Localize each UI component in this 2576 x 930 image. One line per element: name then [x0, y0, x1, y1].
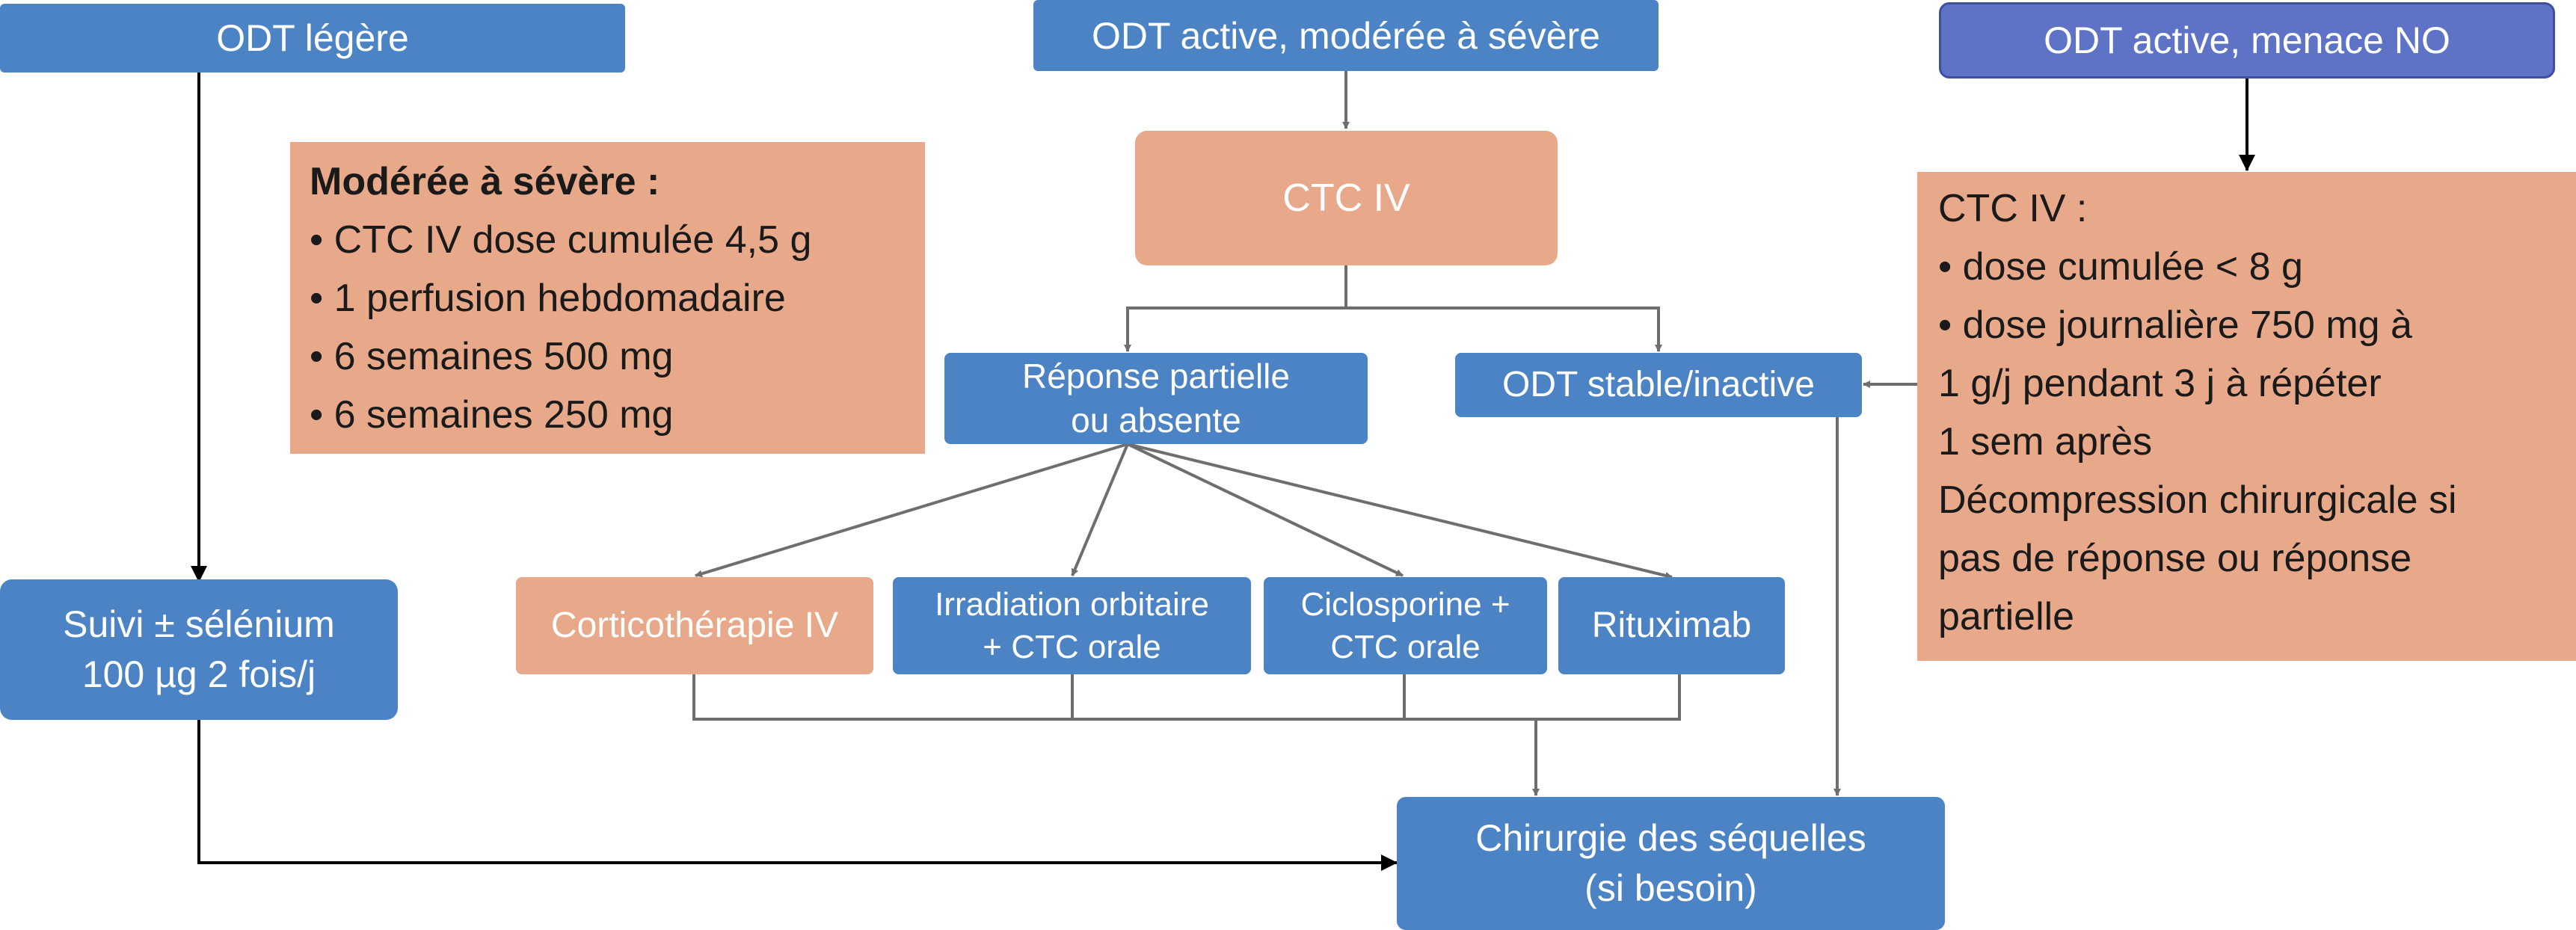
- node-chirurgie-label: Chirurgie des séquelles (si besoin): [1475, 816, 1866, 910]
- arrow-reponse-to-cortico: [695, 443, 1128, 578]
- bracket-treatments: [692, 674, 1681, 721]
- node-reponse-partielle-label: Réponse partielle ou absente: [1021, 357, 1290, 440]
- node-odt-legere: ODT légère: [0, 4, 625, 73]
- node-odt-active-moderee-label: ODT active, modérée à sévère: [1092, 14, 1600, 57]
- node-irradiation-label: Irradiation orbitaire + CTC orale: [935, 585, 1209, 665]
- info-box-menace-line: Décompression chirurgicale si: [1938, 478, 2457, 522]
- info-box-menace: CTC IV : • dose cumulée < 8 g • dose jou…: [1917, 172, 2576, 661]
- arrow-ctciv-to-stable: [1346, 307, 1662, 352]
- info-box-menace-line: 1 g/j pendant 3 j à répéter: [1938, 362, 2382, 405]
- arrow-ctciv-to-reponse: [1124, 265, 1347, 352]
- node-reponse-partielle: Réponse partielle ou absente: [944, 353, 1368, 444]
- info-box-menace-line: pas de réponse ou réponse: [1938, 537, 2412, 580]
- info-box-menace-line: • dose journalière 750 mg à: [1938, 304, 2412, 347]
- info-box-menace-line: 1 sem après: [1938, 420, 2153, 464]
- node-ciclosporine-label: Ciclosporine + CTC orale: [1300, 585, 1510, 665]
- node-ctc-iv: CTC IV: [1135, 131, 1558, 265]
- node-rituximab: Rituximab: [1558, 577, 1785, 674]
- node-irradiation: Irradiation orbitaire + CTC orale: [893, 577, 1251, 674]
- node-corticotherapie: Corticothérapie IV: [516, 577, 873, 674]
- node-odt-stable-label: ODT stable/inactive: [1502, 365, 1815, 405]
- info-box-moderee-item: • 6 semaines 500 mg: [310, 335, 674, 378]
- arrow-suivi-to-chirurgie: [197, 719, 1398, 871]
- info-box-moderee-item: • 6 semaines 250 mg: [310, 393, 674, 437]
- node-suivi-selenium-label: Suivi ± sélénium 100 µg 2 fois/j: [63, 603, 335, 696]
- node-ctc-iv-label: CTC IV: [1282, 176, 1410, 220]
- node-chirurgie: Chirurgie des séquelles (si besoin): [1397, 797, 1945, 930]
- node-odt-active-moderee: ODT active, modérée à sévère: [1033, 0, 1659, 71]
- node-ciclosporine: Ciclosporine + CTC orale: [1264, 577, 1547, 674]
- node-odt-active-menace-label: ODT active, menace NO: [2044, 19, 2450, 61]
- arrow-reponse-to-irradiation: [1071, 443, 1129, 576]
- info-box-menace-line: partielle: [1938, 595, 2075, 638]
- node-rituximab-label: Rituximab: [1591, 606, 1752, 646]
- info-box-menace-line: • dose cumulée < 8 g: [1938, 245, 2303, 289]
- node-odt-active-menace: ODT active, menace NO: [1939, 2, 2555, 78]
- arrow-reponse-to-rituximab: [1127, 443, 1673, 579]
- node-suivi-selenium: Suivi ± sélénium 100 µg 2 fois/j: [0, 579, 398, 720]
- info-box-moderee-item: • CTC IV dose cumulée 4,5 g: [310, 218, 812, 262]
- node-odt-stable: ODT stable/inactive: [1455, 353, 1862, 417]
- info-box-moderee: Modérée à sévère : • CTC IV dose cumulée…: [290, 142, 925, 454]
- arrow-reponse-to-ciclosporine: [1127, 443, 1404, 577]
- info-box-moderee-item: • 1 perfusion hebdomadaire: [310, 277, 786, 320]
- node-odt-legere-label: ODT légère: [216, 17, 409, 59]
- info-box-menace-line: CTC IV :: [1938, 187, 2088, 230]
- info-box-moderee-title: Modérée à sévère :: [310, 160, 660, 203]
- node-corticotherapie-label: Corticothérapie IV: [550, 606, 839, 646]
